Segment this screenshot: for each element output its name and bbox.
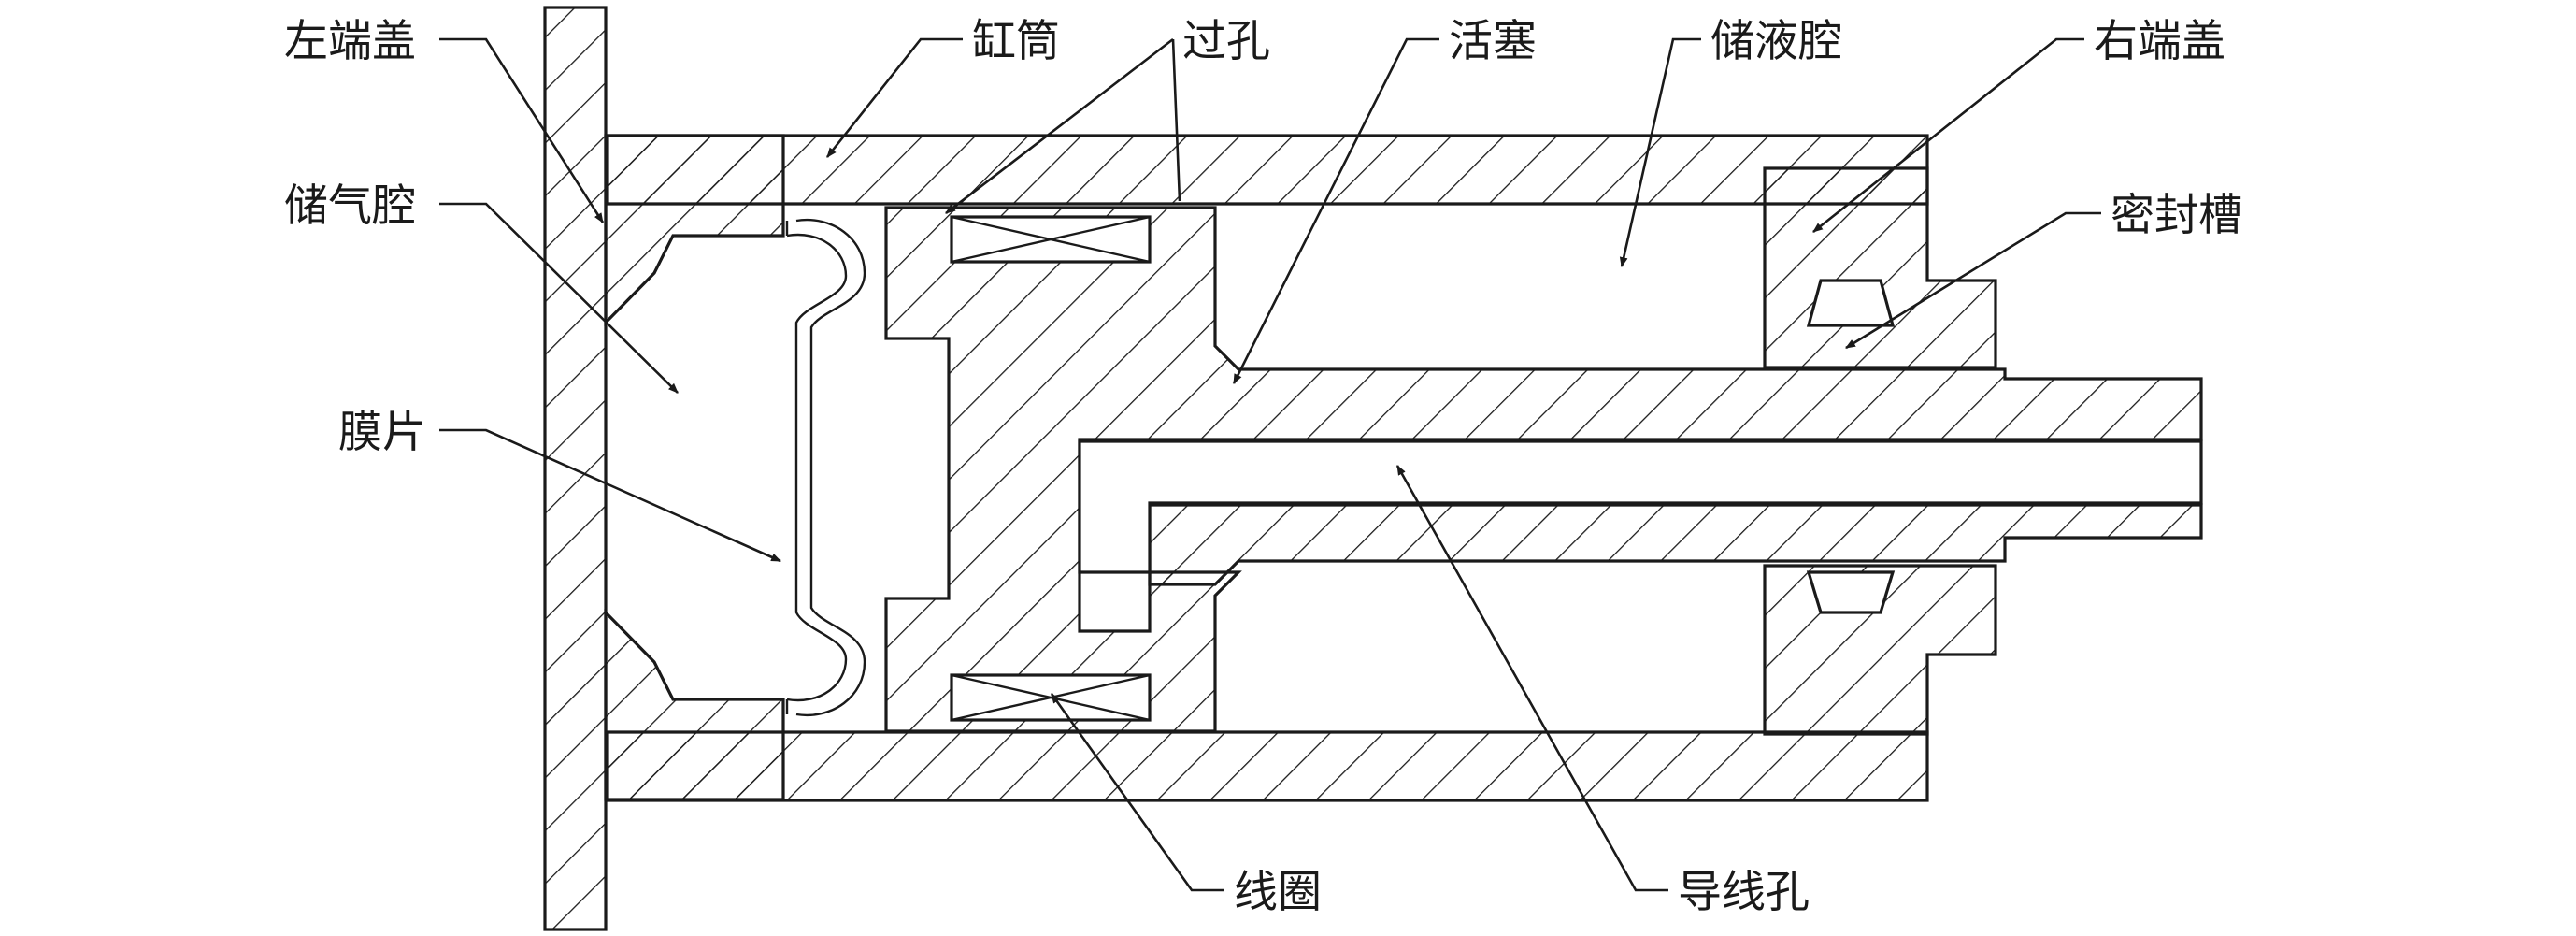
leader-lines — [439, 37, 2101, 892]
label-through-hole: 过孔 — [1182, 16, 1270, 67]
right-end-cap-upper — [1763, 166, 1997, 369]
label-left-end-cap: 左端盖 — [284, 16, 416, 67]
label-liquid-chamber: 储液腔 — [1710, 16, 1842, 67]
wire-hole-channel — [1078, 439, 2203, 574]
piston-body — [884, 206, 2203, 733]
label-diaphragm: 膜片 — [338, 407, 426, 458]
guide-rod-lower — [1148, 503, 2203, 586]
left-end-cap-flange — [543, 6, 608, 931]
label-right-end-cap: 右端盖 — [2094, 16, 2225, 67]
seal-groove-upper — [1806, 279, 1896, 327]
piston — [884, 206, 2203, 733]
label-wire-hole: 导线孔 — [1678, 867, 1810, 918]
coil-lower — [950, 673, 1152, 722]
seal-groove-lower — [1806, 570, 1896, 614]
right-end-cap — [1763, 166, 1997, 736]
label-seal-groove: 密封槽 — [2111, 190, 2242, 241]
label-gas-chamber: 储气腔 — [284, 180, 416, 232]
cylinder-top-wall — [606, 134, 1929, 206]
label-cylinder: 缸筒 — [972, 16, 1060, 67]
cylinder — [606, 134, 1929, 802]
cylinder-bottom-wall — [606, 730, 1929, 802]
label-coil: 线圈 — [1234, 867, 1322, 918]
labels: 左端盖 储气腔 膜片 缸筒 过孔 活塞 储液腔 右端盖 密封槽 线圈 导线孔 — [284, 16, 2242, 918]
label-piston: 活塞 — [1449, 16, 1537, 67]
coil-upper — [950, 215, 1152, 264]
diaphragm — [785, 218, 866, 717]
